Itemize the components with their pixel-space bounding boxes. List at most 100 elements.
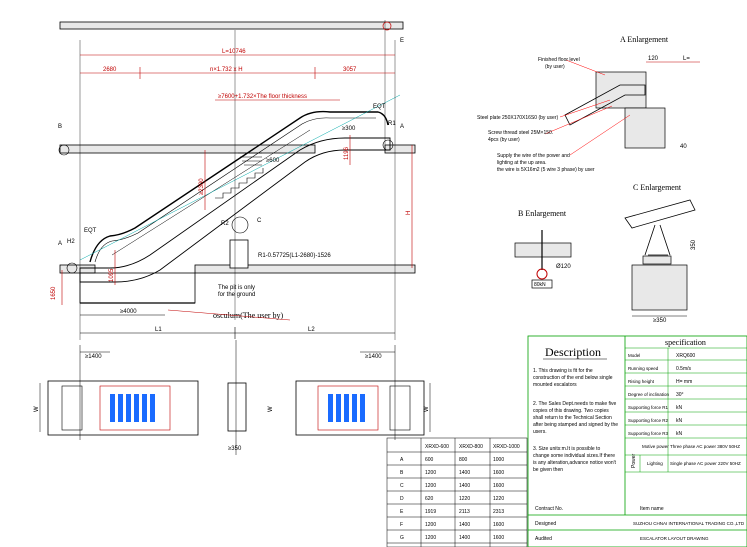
model-table-cell: 1200 [425,522,436,528]
vertical-dimension-lines [61,135,413,305]
lower-floor-slab-right [194,264,416,274]
model-table-headers: XRXD-600 XRXD-800 XRXD-1000 [425,444,520,450]
model-table-cell: 1220 [459,496,470,502]
dim-mid-width: ≥600 [266,158,280,164]
plan-dim-column: ≥350 [228,446,242,452]
dim-travel-height: ≥2300 [199,178,205,195]
model-table-cell: 1400 [459,470,470,476]
enlargement-a-note-2: Steel plate 250X170X16S0 (by user) [477,115,558,121]
enlargement-b-dim-120: Ø120 [556,264,571,270]
model-table-cell: 1000 [493,457,504,463]
point-a-top-marker [382,139,394,151]
dim-l2: L2 [308,327,315,333]
dim-r3: R1-0.57725(L1-2680)-1526 [258,253,331,259]
label-top-landing: EQT [373,104,386,110]
spec-row-label: Model [628,353,640,358]
escalator-truss-outline [79,137,391,283]
enlargement-c-dim-height: 350 [691,239,697,250]
spec-lighting-label: Lighting [647,461,663,466]
enlargement-a-note-0: Finished floor level [538,57,580,63]
enlargement-b-title: B Enlargement [518,209,567,218]
point-a-bottom-marker [66,262,78,274]
model-table-cell: 1220 [493,496,504,502]
model-row-label: C [400,483,404,489]
dim-right-span: 3057 [343,67,357,73]
enlargement-a-note-5: Supply the wire of the power and [497,153,570,159]
plan-view-left [47,380,199,436]
dim-pit-1: 1196 [344,146,350,160]
spec-title: specification [665,338,706,347]
model-row-label: D [400,496,404,502]
label-point-r2: R2 [221,221,229,227]
enlargement-b-hook [536,268,548,280]
enlargement-c-support [644,224,671,256]
model-table-cell: 1400 [459,535,470,541]
plan-dim-column-width: W [268,406,274,412]
spec-row-label: Rising height [628,379,655,384]
escalator-handrail-inner [94,117,376,263]
enlargement-a-truss-end [564,84,646,126]
model-header-3: XRXD-1000 [493,444,520,450]
top-dimension-lines [80,54,395,101]
enlargement-b-dim-load: 80kN [534,282,546,288]
model-table-cell: 1600 [493,470,504,476]
plan-dim-left-width: W [34,406,40,412]
model-table-cell: 620 [425,496,434,502]
enlargement-a-note-7: the wire is 5X16m2 (5 wire 3 phase) by u… [497,167,595,173]
title-audited-label: Audited [535,536,552,542]
incline-center-line [79,94,401,261]
title-contract-label: Contract No. [535,506,563,512]
lower-floor-slab-left [59,264,96,274]
model-table-cell: 1200 [425,470,436,476]
column-note-leader [167,309,291,321]
model-row-label: G [400,535,404,541]
intermediate-support [229,239,249,269]
model-row-label: F [400,522,403,528]
label-point-r1: R1 [388,121,396,127]
spec-motive-value: Three phase AC power 380V 50HZ [670,444,740,449]
model-table-cell: 1400 [459,522,470,528]
label-point-h2: H2 [67,239,75,245]
model-header-2: XRXD-800 [459,444,483,450]
dim-l1: L1 [155,327,162,333]
point-e-marker [382,21,392,31]
enlargement-b-weight [531,279,553,289]
upper-floor-slab-right [384,144,416,154]
spec-grid [625,347,747,473]
bottom-dimension-lines [80,314,395,339]
pit-note-line-1: The pit is only [218,285,255,291]
label-point-a-bottom: A [58,241,62,247]
model-table-cell: 1600 [493,535,504,541]
enlargement-a-dim-40: 40 [680,144,687,150]
dim-total-length: L=10746 [222,49,246,55]
model-table-cell: 1600 [493,483,504,489]
point-b-marker [58,144,70,156]
plan-column [227,382,247,432]
description-frame [527,335,747,547]
dim-pit-left: 1650 [51,286,57,300]
enlargement-a-beam [624,107,666,149]
upper-floor-slab-left [59,144,316,154]
model-table-cell: 1919 [425,509,436,515]
dim-mid-span: n×1.732 x H [210,67,243,73]
extension-lines [79,20,396,340]
enlargement-a-note-1: (by user) [545,64,565,70]
label-bottom-landing: EQT [84,228,97,234]
title-designed-label: Designed [535,521,556,527]
title-company: SUZHOU CHNAI INTERNATIONAL TRADING CO.,L… [633,521,745,526]
model-table-cell: 2113 [459,509,470,515]
enlargement-a-dim-120: 120 [648,56,659,62]
spec-motive-label: Motive power [642,444,669,449]
model-header-1: XRXD-600 [425,444,449,450]
wellway-hatch [238,152,262,166]
enlargement-a-dim-l: L= [683,56,690,62]
plan-dim-right-width: W [424,406,430,412]
spec-row-value: 30° [676,392,684,398]
model-row-label: B [400,470,404,476]
spec-power-label: Power [631,453,637,468]
